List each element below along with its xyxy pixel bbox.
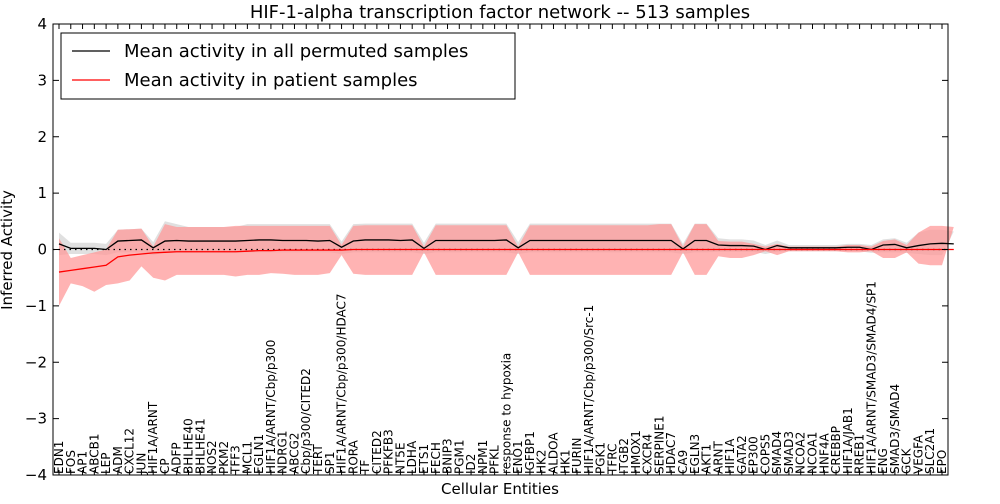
x-tick-label: HMOX1 — [629, 430, 643, 474]
x-tick-label: HIF1A — [723, 438, 737, 474]
x-tick-label: BHLHE41 — [193, 418, 207, 474]
x-axis-label: Cellular Entities — [441, 480, 559, 498]
x-tick-label: EGLN3 — [688, 434, 702, 474]
y-tick-label: −3 — [25, 410, 47, 428]
x-axis: EDN1FOSAP1ABCB1LEPADMCXCL12JUNHIF1A/ARNT… — [52, 24, 949, 475]
x-tick-label: FECH — [429, 442, 443, 474]
x-tick-label: TFRC — [605, 444, 619, 475]
x-tick-label: GCK — [900, 447, 914, 474]
x-tick-label: EGLN1 — [252, 434, 266, 474]
x-tick-label: PFKFB3 — [382, 429, 396, 474]
x-tick-label: NPM1 — [476, 440, 490, 474]
x-tick-label: ENG — [876, 448, 890, 474]
x-tick-label: HIF1A/ARNT/Cbp/p300/Src-1 — [582, 305, 596, 474]
x-tick-label: CA9 — [676, 450, 690, 474]
x-tick-label: COPS5 — [758, 434, 772, 474]
x-tick-label: SERPINE1 — [652, 415, 666, 474]
x-tick-label: CP — [158, 458, 172, 474]
y-tick-label: 1 — [37, 184, 47, 202]
x-tick-label: RORA — [346, 439, 360, 474]
x-tick-label: ARNT — [711, 440, 725, 474]
x-tick-label: HIF1A/ARNT/Cbp/p300 — [264, 340, 278, 474]
y-tick-label: −1 — [25, 297, 47, 315]
x-tick-label: CREBBP — [829, 426, 843, 474]
legend-box — [60, 32, 516, 100]
x-tick-label: RREB1 — [853, 434, 867, 474]
chart-title: HIF-1-alpha transcription factor network… — [250, 2, 750, 23]
x-tick-label: HIF1A/ARNT — [146, 401, 160, 474]
x-tick-label: EDN1 — [52, 441, 66, 474]
series-line-1 — [58, 248, 954, 273]
x-tick-label: ID2 — [464, 454, 478, 474]
x-tick-label: SLC2A1 — [923, 428, 937, 474]
y-tick-label: 2 — [37, 128, 47, 146]
x-tick-label: AP1 — [76, 451, 90, 474]
legend: Mean activity in all permuted samplesMea… — [60, 32, 516, 100]
y-tick-label: 4 — [37, 15, 47, 33]
x-tick-label: CXCR4 — [641, 434, 655, 474]
x-tick-label: BHLHE40 — [182, 418, 196, 474]
x-tick-label: NCOA1 — [805, 432, 819, 474]
x-tick-label: NOS2 — [205, 440, 219, 474]
x-tick-label: EP300 — [747, 436, 761, 474]
series-line-0 — [58, 239, 954, 251]
x-tick-label: ABCG2 — [287, 432, 301, 474]
x-tick-label: PGM1 — [452, 439, 466, 474]
x-tick-label: GATA2 — [735, 435, 749, 474]
y-axis: −4 −3 −2 −1 0 1 2 3 4 — [25, 15, 948, 484]
x-tick-label: LEP — [99, 452, 113, 474]
x-tick-label: TF — [358, 460, 372, 475]
x-tick-label: ABCB1 — [87, 434, 101, 474]
x-tick-label: VEGFA — [911, 434, 925, 474]
y-axis-label: Inferred Activity — [0, 190, 16, 310]
x-tick-label: FOS — [64, 450, 78, 474]
x-tick-label: SMAD3/SMAD4 — [888, 384, 902, 474]
x-tick-label: response to hypoxia — [499, 353, 513, 474]
x-tick-label: NDRG1 — [276, 431, 290, 475]
x-tick-label: SMAD3 — [782, 431, 796, 474]
x-tick-label: ADFP — [170, 442, 184, 474]
x-tick-label: PGK1 — [594, 442, 608, 474]
y-tick-label: 0 — [37, 241, 47, 259]
x-tick-label: LDHA — [405, 440, 419, 474]
x-tick-label: JUN — [134, 453, 148, 475]
y-tick-label: −2 — [25, 353, 47, 371]
x-tick-label: CITED2 — [370, 430, 384, 474]
x-tick-label: MCL1 — [240, 441, 254, 474]
legend-label: Mean activity in all permuted samples — [124, 41, 468, 62]
x-tick-label: ENO1 — [511, 440, 525, 474]
x-tick-label: ADM — [111, 446, 125, 474]
x-tick-label: SP1 — [323, 452, 337, 475]
x-tick-label: Cbp/p300/CITED2 — [299, 368, 313, 474]
x-tick-label: TFF3 — [229, 445, 243, 475]
x-tick-label: ITGB2 — [617, 438, 631, 474]
legend-label: Mean activity in patient samples — [124, 70, 418, 91]
x-tick-label: CXCL12 — [123, 428, 137, 474]
x-tick-label: ALDOA — [546, 432, 560, 474]
y-tick-label: −4 — [25, 466, 47, 484]
x-tick-label: HNF4A — [817, 432, 831, 474]
x-tick-label: HIF1A/JAB1 — [841, 407, 855, 474]
x-tick-label: PKM2 — [217, 441, 231, 474]
x-tick-label: PFKL — [488, 445, 502, 474]
y-tick-label: 3 — [37, 71, 47, 89]
x-tick-label: FURIN — [570, 437, 584, 474]
x-tick-label: HIF1A/ARNT/Cbp/p300/HDAC7 — [335, 293, 349, 474]
x-tick-label: SMAD4 — [770, 431, 784, 474]
x-tick-label: NCOA2 — [794, 432, 808, 474]
x-tick-label: HDAC7 — [664, 432, 678, 474]
x-tick-label: ETS1 — [417, 444, 431, 474]
x-tick-label: BNIP3 — [441, 438, 455, 474]
x-tick-label: AKT1 — [700, 444, 714, 474]
x-tick-label: IGFBP1 — [523, 431, 537, 474]
x-tick-label: HIF1A/ARNT/SMAD3/SMAD4/SP1 — [864, 281, 878, 474]
x-tick-label: NT5E — [393, 442, 407, 474]
x-tick-label: HK1 — [558, 449, 572, 474]
x-tick-label: HK2 — [535, 449, 549, 474]
x-tick-label: TERT — [311, 444, 325, 475]
series-band-1 — [59, 224, 954, 306]
x-tick-label: EPO — [935, 450, 949, 474]
